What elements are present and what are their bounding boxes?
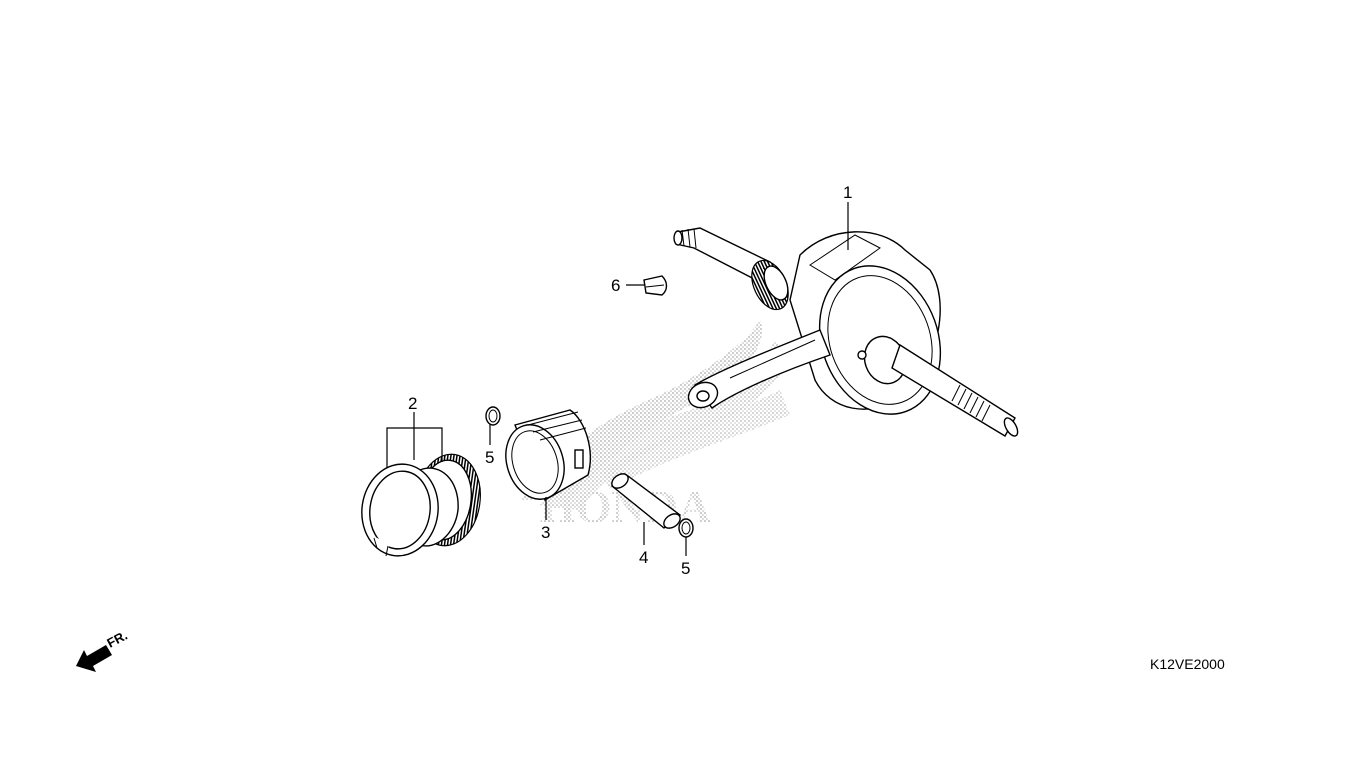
piston-ring-set-part [361,453,481,557]
callout-5-lower[interactable]: 5 [681,559,690,578]
piston-part [505,409,591,502]
callout-2[interactable]: 2 [408,394,417,413]
woodruff-key-part [643,275,668,296]
crankshaft-part [673,227,1019,437]
callout-4[interactable]: 4 [639,548,648,567]
piston-pin-part [610,473,682,529]
callout-5-upper[interactable]: 5 [485,448,494,467]
callout-6[interactable]: 6 [611,276,620,295]
arrow-left-down-icon [76,645,112,672]
front-label: FR. [104,628,130,651]
front-direction-indicator: FR. [76,628,130,672]
diagram-code: K12VE2000 [1150,656,1225,672]
callout-3[interactable]: 3 [541,523,550,542]
leader-lines [386,202,849,556]
piston-pin-clip-lower [678,518,694,538]
piston-pin-clip-upper [485,406,501,426]
callout-1[interactable]: 1 [843,183,852,202]
